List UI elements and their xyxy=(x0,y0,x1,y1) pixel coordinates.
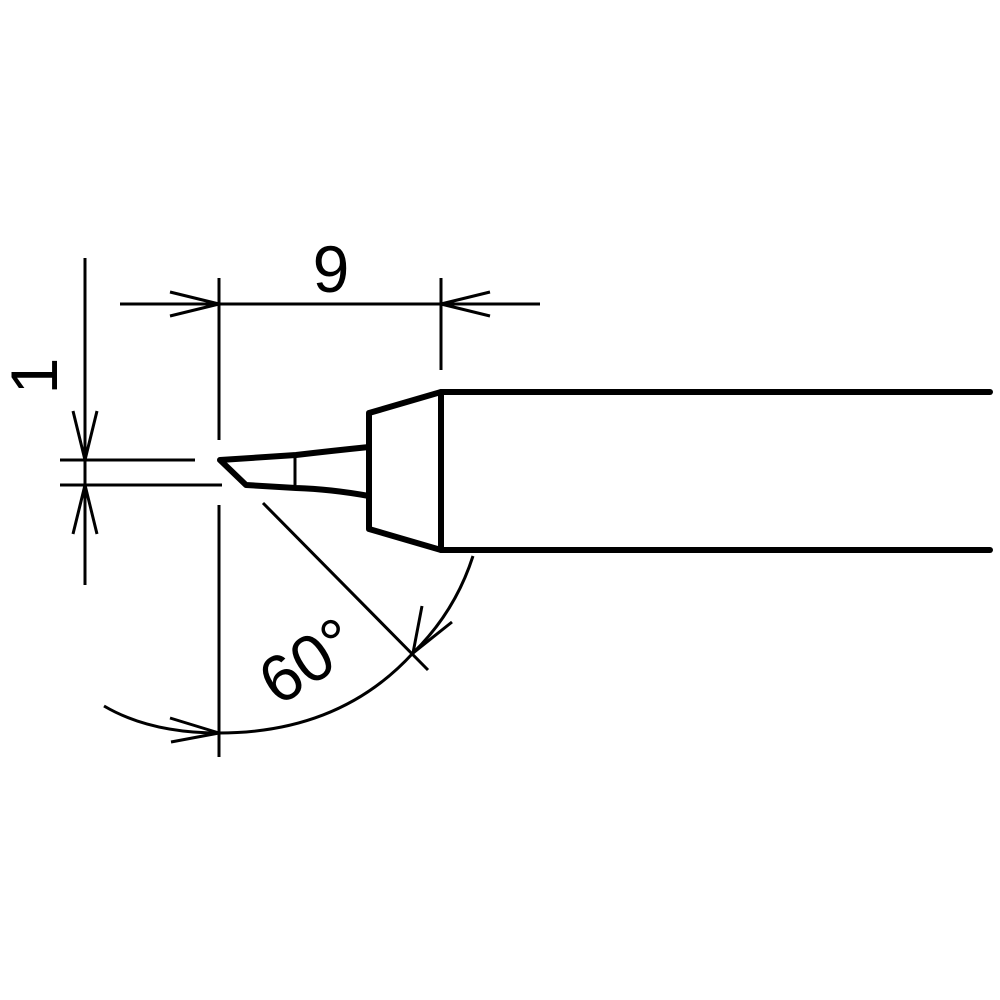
arrow-length-right xyxy=(440,290,491,318)
arrow-length-left xyxy=(169,290,220,318)
ext-line-angle xyxy=(261,501,430,672)
tapered-collar xyxy=(366,389,444,553)
arrow-width-top xyxy=(71,410,99,461)
arrow-angle-right xyxy=(410,605,453,657)
arrow-width-bottom xyxy=(71,484,99,535)
blade-tip xyxy=(217,444,372,499)
dimension-lines xyxy=(60,258,540,757)
tip-width-dimension-label: 1 xyxy=(0,358,71,395)
angle-arc xyxy=(103,555,475,735)
length-dimension-label: 9 xyxy=(313,232,350,306)
tip-outline xyxy=(217,389,993,553)
arrow-angle-bottom xyxy=(169,716,220,744)
